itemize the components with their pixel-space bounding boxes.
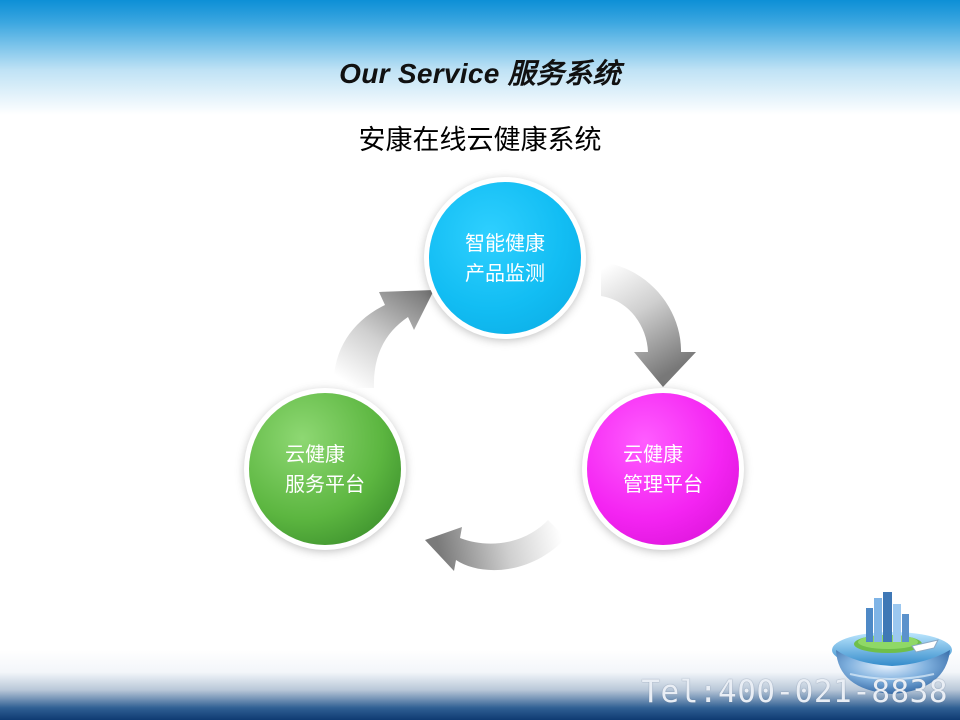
cycle-arrow-top-to-right (601, 262, 696, 387)
cycle-arrow-left-to-top (333, 290, 434, 388)
node-smart-health-monitoring: 智能健康 产品监测 (429, 182, 581, 334)
node-left-line2: 服务平台 (285, 472, 365, 496)
node-right-line2: 管理平台 (623, 472, 703, 496)
footer-telephone: Tel:400-021-8838 (641, 674, 948, 710)
node-right-line1: 云健康 (623, 442, 683, 466)
node-cloud-health-service-platform: 云健康 服务平台 (249, 393, 401, 545)
slide-title: Our Service 服务系统 (339, 58, 621, 89)
cycle-arrow-right-to-left (425, 520, 566, 571)
node-cloud-health-management-platform: 云健康 管理平台 (587, 393, 739, 545)
city-island-globe-icon (832, 592, 952, 694)
node-top-line1: 智能健康 (465, 231, 545, 255)
node-top-line2: 产品监测 (465, 261, 545, 285)
node-left-line1: 云健康 (285, 442, 345, 466)
slide-subtitle: 安康在线云健康系统 (358, 125, 602, 156)
